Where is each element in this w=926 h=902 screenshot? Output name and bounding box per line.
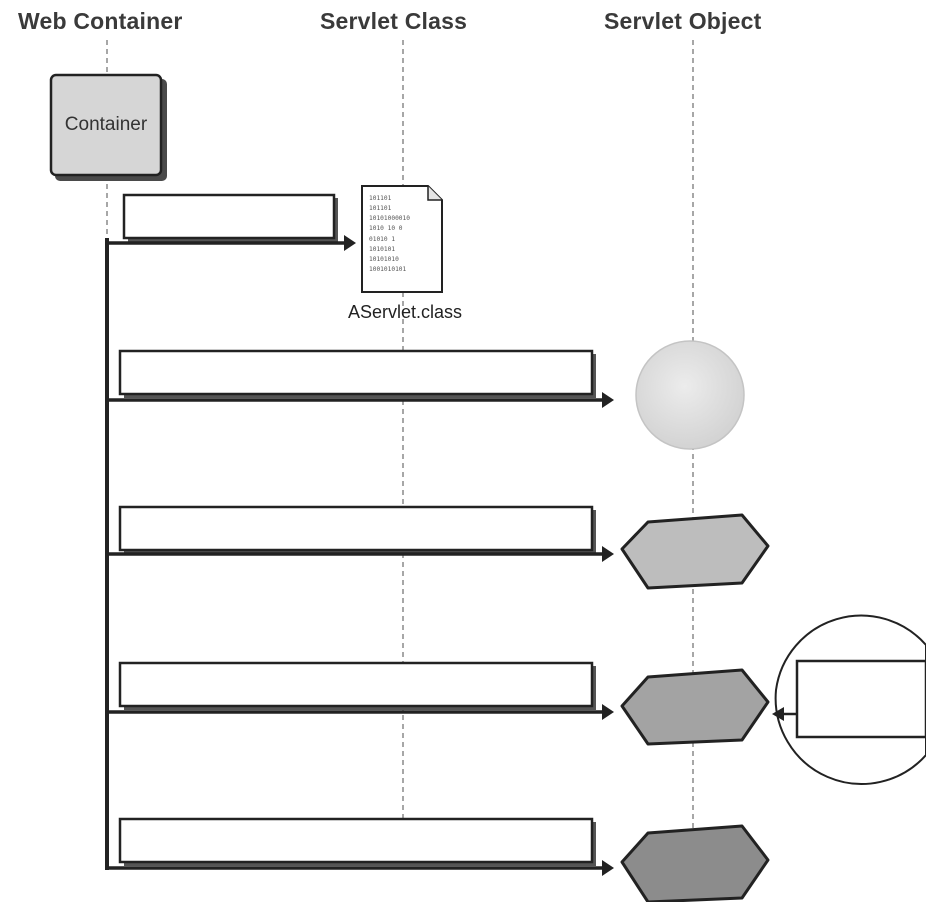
step-init — [107, 505, 614, 562]
binary-line: 101101 — [369, 205, 392, 212]
binary-line: 10101000010 — [369, 215, 410, 222]
arrow-head — [344, 235, 356, 251]
servlet-object-sphere — [635, 340, 745, 450]
binary-line: 01010 1 — [369, 236, 395, 243]
step-label-box — [122, 193, 336, 240]
binary-line: 1010101 — [369, 246, 395, 253]
step-load-class — [107, 193, 356, 251]
arrow-head — [602, 392, 614, 408]
step-label-box — [118, 349, 594, 396]
step-label-box — [118, 817, 594, 864]
servlet-object-mid — [620, 668, 770, 746]
servlet-object-dark — [620, 824, 770, 902]
step-label-box — [118, 661, 594, 708]
step-destroy — [107, 817, 614, 876]
step-service — [107, 661, 614, 720]
column-title-web-container: Web Container — [18, 8, 183, 34]
binary-line: 1010 10 0 — [369, 225, 403, 232]
arrow-head — [602, 704, 614, 720]
callout-box — [795, 659, 926, 739]
servlet-object-light — [620, 513, 770, 590]
callout-arrow-head — [772, 707, 784, 721]
callout-bubble — [772, 614, 926, 785]
arrow-head — [602, 860, 614, 876]
column-title-servlet-class: Servlet Class — [320, 8, 468, 34]
arrow-head — [602, 546, 614, 562]
step-instantiate — [107, 349, 614, 408]
container-label: Container — [65, 114, 148, 135]
column-title-servlet-object: Servlet Object — [604, 8, 762, 34]
class-file-icon: 101101 101101 10101000010 1010 10 0 0101… — [361, 185, 443, 293]
step-label-box — [118, 505, 594, 552]
binary-line: 1001010101 — [369, 266, 407, 273]
container-box: Container — [49, 73, 167, 181]
class-file-name: AServlet.class — [348, 302, 463, 322]
binary-line: 10101010 — [369, 256, 399, 263]
binary-line: 101101 — [369, 195, 392, 202]
